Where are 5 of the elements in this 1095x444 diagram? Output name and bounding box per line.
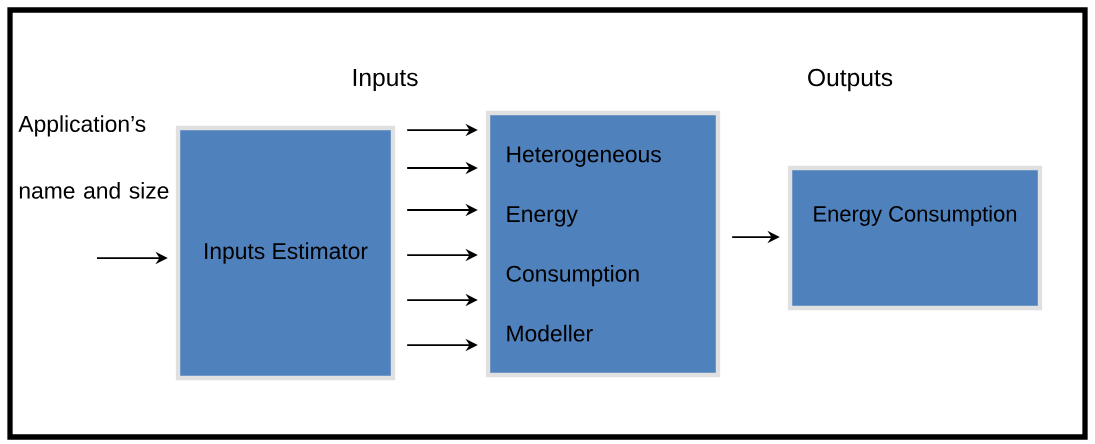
process-box: Energy Consumption <box>787 165 1043 311</box>
process-box: Inputs Estimator <box>175 125 396 381</box>
process-box: Heterogeneous Energy Consumption Modeller <box>485 110 721 378</box>
heading: Inputs <box>353 69 418 91</box>
heading: Outputs <box>808 68 893 92</box>
